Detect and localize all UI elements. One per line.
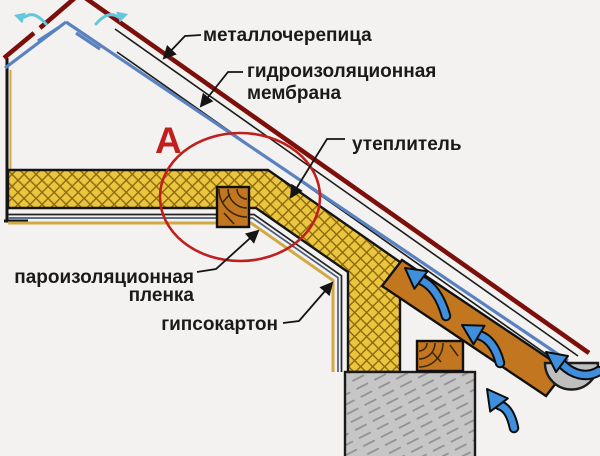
ridge-vent-arrow-right <box>94 11 128 26</box>
detail-marker-a: А <box>155 120 182 161</box>
waterproof-membrane-line <box>4 20 569 363</box>
masonry-wall <box>343 370 477 456</box>
label-vapor-line1: пароизоляционная <box>14 267 194 288</box>
leader-vapor-barrier <box>196 229 260 273</box>
vapor-barrier-line <box>8 213 343 372</box>
leader-membrane <box>199 71 243 108</box>
leader-insulation <box>289 138 345 199</box>
leader-metal-tile <box>162 34 202 60</box>
airflow-arrow-middle <box>461 324 506 369</box>
label-membrane-line1: гидроизоляционная <box>247 61 436 82</box>
label-drywall: гипсокартон <box>161 314 278 335</box>
drywall-line <box>8 221 335 372</box>
rafter-block <box>215 185 251 229</box>
mauerlat-block <box>415 339 465 373</box>
airflow-arrow-soffit <box>486 388 520 434</box>
leader-drywall <box>282 281 334 324</box>
label-vapor-line2: пленка <box>129 285 195 306</box>
airflow-arrow-upper <box>404 267 452 322</box>
roof-batten-lines <box>114 28 579 367</box>
airflow-arrow-eave-entry <box>545 351 600 381</box>
label-metal-tile: металлочерепица <box>203 25 372 46</box>
ridge-vent-arrow-left <box>14 12 48 26</box>
label-membrane-line2: мембрана <box>247 83 342 104</box>
label-insulation: утеплитель <box>352 134 462 155</box>
detail-circle <box>158 131 322 263</box>
